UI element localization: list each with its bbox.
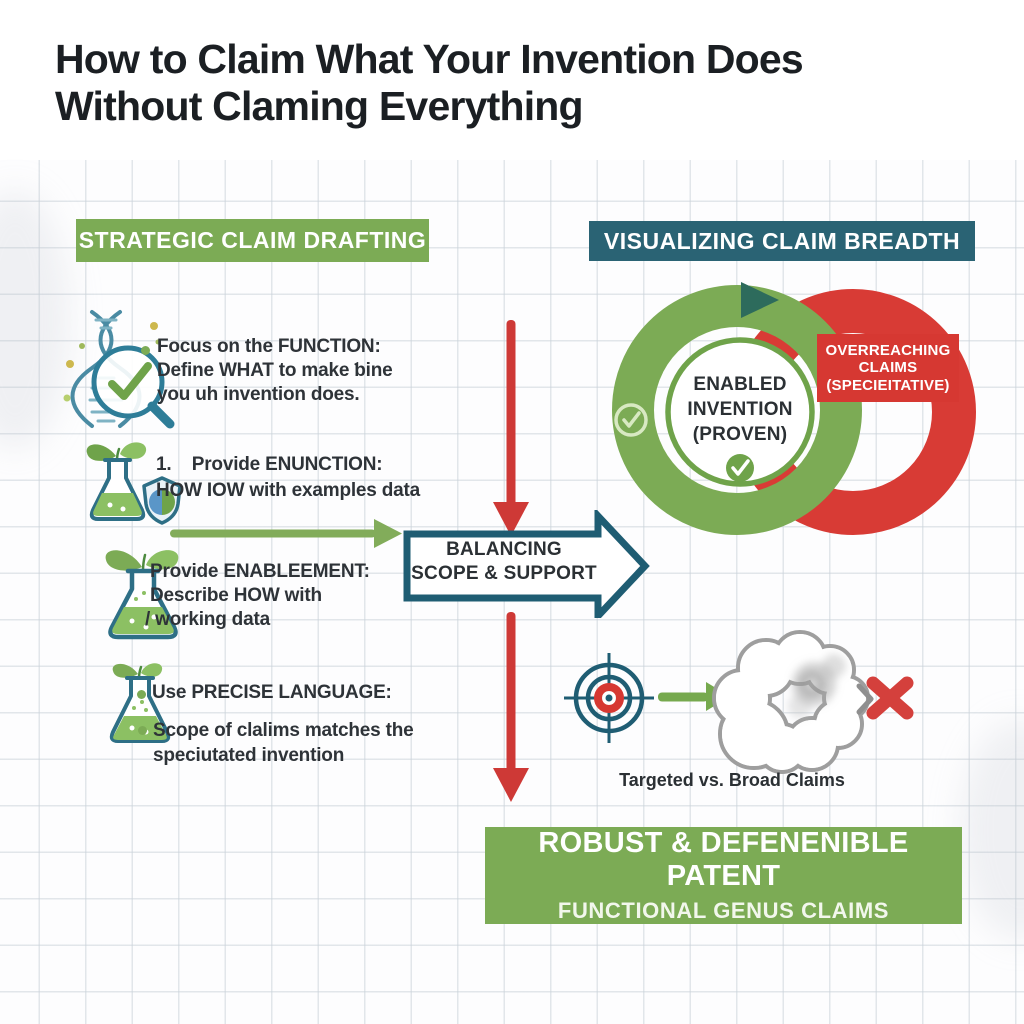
- step-text-line: Scope of clalims matches the: [153, 720, 414, 741]
- step-text-line: HOW IOW with examples data: [156, 480, 421, 501]
- balancing-label-line: BALANCING: [446, 539, 562, 560]
- step-text-line: / working data: [145, 609, 270, 630]
- blurred-gear-icon: [788, 654, 846, 718]
- step-text-line: Provide ENABLEEMENT:: [150, 561, 370, 582]
- balancing-arrow: [403, 510, 650, 618]
- red-x-icon: [866, 676, 914, 720]
- check-icon: [108, 362, 152, 400]
- balancing-arrow-label: BALANCING SCOPE & SUPPORT: [408, 538, 600, 586]
- overreach-label-line: OVERREACHING: [825, 341, 951, 359]
- flask-precision-icon: [109, 663, 171, 743]
- right-arrow-icon: [170, 519, 402, 548]
- overreach-label-line: CLAIMS: [858, 359, 918, 377]
- bullet-dot: [137, 690, 146, 699]
- conclusion-line-1: ROBUST & DEFENENIBLE PATENT: [538, 827, 909, 892]
- step-precise-language: Scope of clalims matches the speciutated…: [153, 718, 414, 768]
- conclusion-box: ROBUST & DEFENENIBLE PATENT FUNCTIONAL G…: [485, 827, 962, 924]
- enabled-label-line: ENABLED: [693, 374, 787, 395]
- step-focus-function: Focus on the FUNCTION: Define WHAT to ma…: [157, 335, 393, 407]
- dna-magnifier-icon: [63, 310, 175, 429]
- step-provide-enunction: 1. Provide ENUNCTION: HOW IOW with examp…: [156, 452, 420, 504]
- step-text-line: Define WHAT to make ƅine: [157, 360, 393, 381]
- enabled-invention-label: ENABLED INVENTION (PROVEN): [660, 372, 820, 447]
- flask-plant-icon: [105, 550, 179, 640]
- overreach-label-line: (SPECIEITATIVE): [826, 376, 950, 394]
- down-arrow-icon: [493, 612, 529, 802]
- target-icon: [564, 653, 654, 743]
- conclusion-line-2: FUNCTIONAL GENUS CLAIMS: [557, 898, 890, 923]
- enabled-label-line: INVENTION: [687, 399, 793, 420]
- enabled-core-circle: [665, 337, 815, 487]
- cloud-icon: [712, 630, 870, 774]
- chevron-right-icon: [856, 683, 874, 715]
- ring-check-icon: [614, 403, 648, 437]
- left-section-header: STRATEGIC CLAIM DRAFTING: [76, 219, 429, 262]
- step-provide-enablement: Provide ENABLEEMENT: Describe HOW with /…: [145, 560, 370, 632]
- check-icon: [726, 454, 754, 482]
- title-line-1: How to Claim What Your Invention Does: [55, 36, 804, 82]
- step-text-line: Use PRECISE LANGUAGE:: [152, 682, 392, 703]
- step-text-line: 1. Provide ENUNCTION:: [156, 454, 383, 475]
- bullet-dot: [141, 346, 150, 355]
- enabled-ring: [612, 285, 862, 535]
- step-text-line: you uh invention does.: [157, 384, 360, 405]
- down-arrow-icon: [493, 320, 529, 536]
- play-triangle-icon: [741, 282, 779, 318]
- step-text-line: Focus on the FUNCTION:: [157, 336, 381, 357]
- enabled-label-line: (PROVEN): [692, 424, 788, 445]
- claim-breadth-venn: [612, 282, 976, 535]
- page-title: How to Claim What Your Invention Does Wi…: [55, 36, 935, 130]
- comparison-caption: Targeted vs. Broad Claims: [619, 770, 845, 790]
- balancing-label-line: SCOPE & SUPPORT: [411, 563, 597, 584]
- right-section-header: VISUALIZING CLAIM BREADTH: [589, 221, 975, 261]
- overreaching-claims-label: OVERREACHING CLAIMS (SPECIEITATIVE): [817, 334, 959, 402]
- bullet-dot: [138, 726, 147, 735]
- step-text-line: speciutated invention: [153, 745, 345, 766]
- step-text-line: Describe HOW with: [150, 585, 322, 606]
- flask-shield-icon: [86, 442, 182, 525]
- title-line-2: Without Claming Everything: [55, 83, 584, 129]
